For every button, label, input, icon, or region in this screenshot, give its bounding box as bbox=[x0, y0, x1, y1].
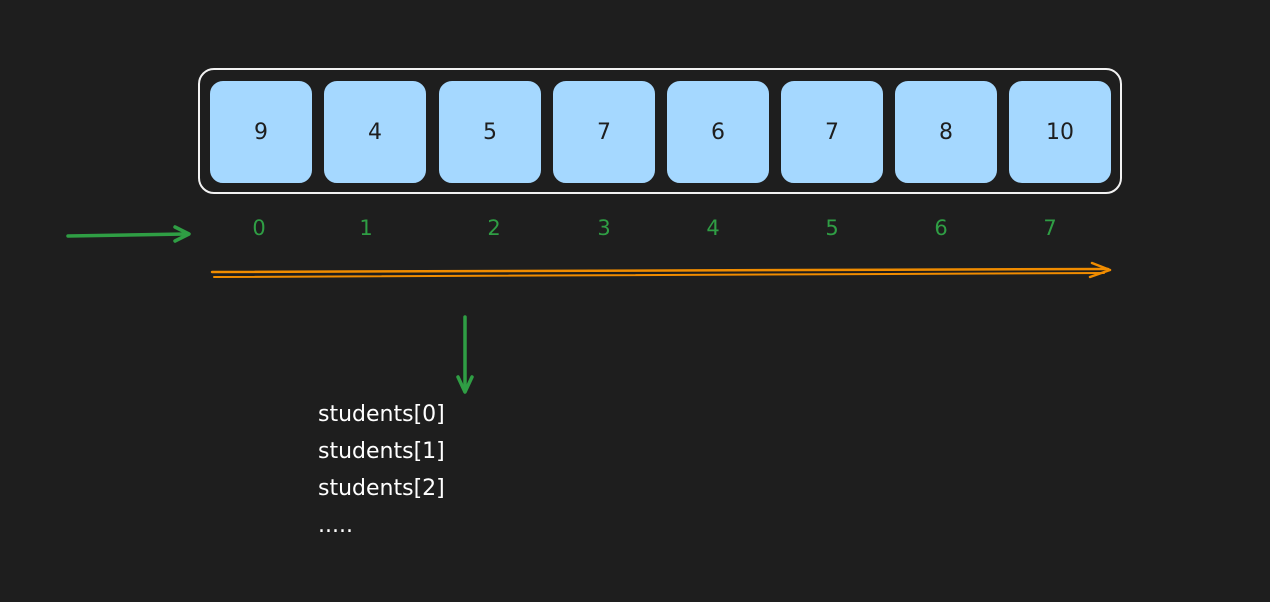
array-index: 5 bbox=[825, 216, 839, 240]
double-arrow-right-icon bbox=[210, 261, 1112, 279]
array-cell: 7 bbox=[780, 80, 884, 184]
access-line: students[0] bbox=[318, 402, 445, 427]
array-cell: 9 bbox=[209, 80, 313, 184]
array-container bbox=[198, 68, 1122, 194]
array-cell: 7 bbox=[552, 80, 656, 184]
array-cell: 4 bbox=[323, 80, 427, 184]
array-index: 2 bbox=[487, 216, 501, 240]
cell-value: 10 bbox=[1046, 119, 1074, 145]
ellipsis-line: ..... bbox=[318, 513, 353, 538]
access-line: students[1] bbox=[318, 439, 445, 464]
array-cell: 10 bbox=[1008, 80, 1112, 184]
array-index: 1 bbox=[359, 216, 373, 240]
array-cell: 6 bbox=[666, 80, 770, 184]
cell-value: 9 bbox=[254, 119, 268, 145]
access-list: students[0] students[1] students[2] ....… bbox=[318, 396, 445, 544]
array-index: 4 bbox=[706, 216, 720, 240]
array-index: 7 bbox=[1043, 216, 1057, 240]
arrow-down-icon bbox=[456, 315, 474, 394]
cell-value: 8 bbox=[939, 119, 953, 145]
cell-value: 7 bbox=[597, 119, 611, 145]
cell-value: 7 bbox=[825, 119, 839, 145]
array-index: 0 bbox=[252, 216, 266, 240]
cell-value: 6 bbox=[711, 119, 725, 145]
array-index: 3 bbox=[597, 216, 611, 240]
array-index: 6 bbox=[934, 216, 948, 240]
arrow-right-icon bbox=[66, 225, 191, 243]
array-cell: 8 bbox=[894, 80, 998, 184]
access-line: students[2] bbox=[318, 476, 445, 501]
cell-value: 4 bbox=[368, 119, 382, 145]
array-cell: 5 bbox=[438, 80, 542, 184]
cell-value: 5 bbox=[483, 119, 497, 145]
